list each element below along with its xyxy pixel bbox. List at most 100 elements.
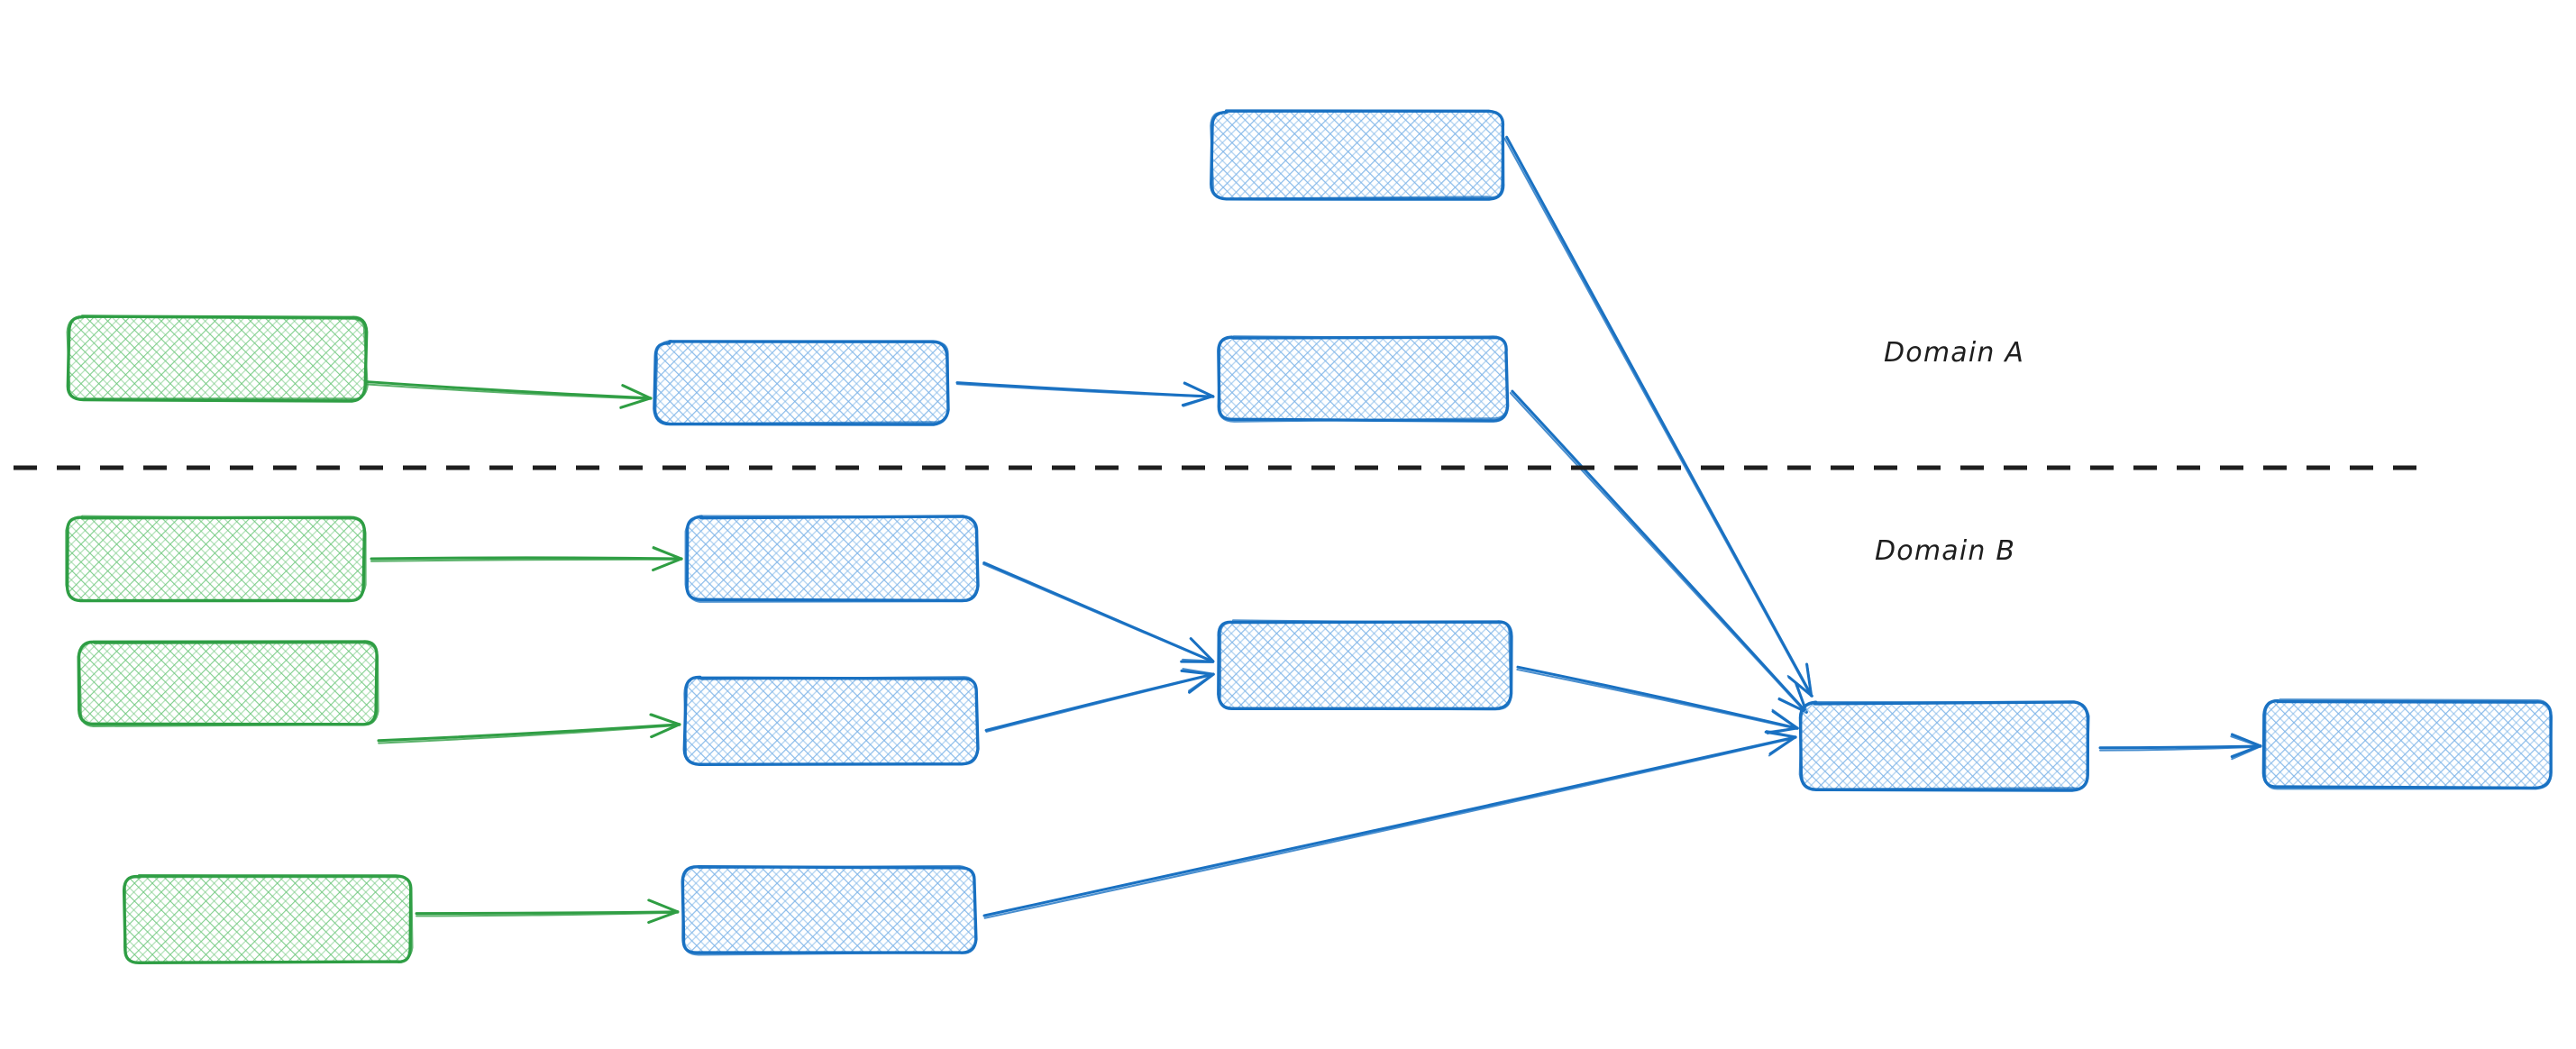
arrowhead-barb [2230,735,2261,748]
edge-line [377,723,681,743]
edge-line [370,558,682,562]
node-box[interactable] [1217,619,1513,711]
node-hatch-fill [1800,702,2088,789]
arrowhead-barb [1771,708,1799,729]
arrowhead-barb [1182,658,1215,662]
node-hatch-fill [1210,112,1503,199]
node-outline [681,864,977,956]
domain-label-domain-a: Domain A [1884,337,2024,369]
labels-layer: Domain A Domain B [1875,337,2024,567]
edge-line [1511,389,1808,714]
node-box[interactable] [65,515,367,603]
arrowhead-barb [653,557,683,570]
arrowhead-barb [647,910,679,924]
edge-line [378,724,681,744]
edge-line [2098,744,2262,750]
node-hatch-fill [123,875,412,962]
node-box[interactable] [2261,698,2553,790]
node-hatch-fill [1219,621,1512,709]
arrowhead-barb [1767,726,1799,734]
node-outline [78,641,379,727]
node-outline [1217,335,1509,423]
node-outline [1798,700,2090,790]
edge-arrow [984,668,1215,733]
node-hatch-fill [684,677,978,765]
edge-arrow [1516,665,1799,734]
node-outline [654,340,950,425]
node-box[interactable] [1210,109,1505,201]
edge-arrow [2098,733,2262,761]
node-outline [1210,110,1504,200]
node-box[interactable] [653,340,950,426]
arrowhead-barb [2230,733,2262,748]
edge-arrow [955,381,1215,407]
node-box[interactable] [682,675,980,767]
node-box[interactable] [77,640,379,727]
edge-line [364,383,652,400]
node-outline [65,515,367,603]
edge-line [1516,668,1798,730]
edge-arrow [1503,135,1813,698]
arrowhead-barb [1188,672,1215,692]
edge-line [955,381,1215,398]
node-outline [683,676,979,766]
arrowhead-barb [652,545,683,560]
arrowhead-barb [1786,674,1813,697]
arrowhead-barb [2231,745,2261,761]
node-box[interactable] [681,864,978,956]
edge-line [416,911,680,917]
domain-label-domain-b: Domain B [1875,535,2015,567]
arrowhead-barb [619,397,652,409]
node-outline [684,515,979,603]
edge-line [1516,665,1799,730]
node-hatch-fill [1218,336,1508,421]
arrowhead-barb [1190,637,1214,662]
node-hatch-fill [682,866,976,954]
arrowhead-barb [1183,382,1214,397]
arrowhead-barb [623,384,653,400]
node-hatch-fill [655,342,948,424]
edge-arrow [364,380,653,409]
edge-line [985,673,1215,733]
arrowhead-barb [1182,395,1214,407]
nodes-layer [65,109,2553,965]
edge-line [1509,392,1807,714]
node-box[interactable] [1798,700,2090,792]
node-box[interactable] [684,515,980,603]
edge-arrow [370,545,683,572]
edge-line [1505,135,1813,698]
node-box[interactable] [66,315,369,403]
arrowhead-barb [1806,664,1813,697]
node-hatch-fill [2264,700,2552,789]
edges-layer [364,135,2262,925]
node-box[interactable] [1217,335,1510,423]
node-hatch-fill [686,516,978,601]
edge-arrow [1509,389,1808,714]
node-outline [1219,619,1512,711]
edge-arrow [377,713,681,744]
node-hatch-fill [66,516,365,601]
edge-line [370,556,683,561]
edge-line [955,383,1214,398]
arrowhead-barb [1765,730,1797,738]
edge-arrow [982,561,1215,663]
edge-arrow [415,898,680,925]
edge-line [415,910,680,916]
node-box[interactable] [122,874,414,965]
edge-line [983,736,1797,919]
node-outline [123,875,414,963]
node-hatch-fill [78,641,378,725]
arrowhead-barb [1182,668,1215,675]
edge-line [364,380,653,400]
edge-line [1503,137,1813,698]
arrowhead-barb [647,898,679,913]
edge-line [982,735,1797,917]
edge-arrow [982,730,1797,919]
node-hatch-fill [69,316,367,401]
node-outline [66,315,369,400]
arrowhead-barb [649,723,681,738]
node-outline [2264,698,2553,790]
arrowhead-barb [1180,669,1215,676]
arrowhead-barb [650,713,681,725]
